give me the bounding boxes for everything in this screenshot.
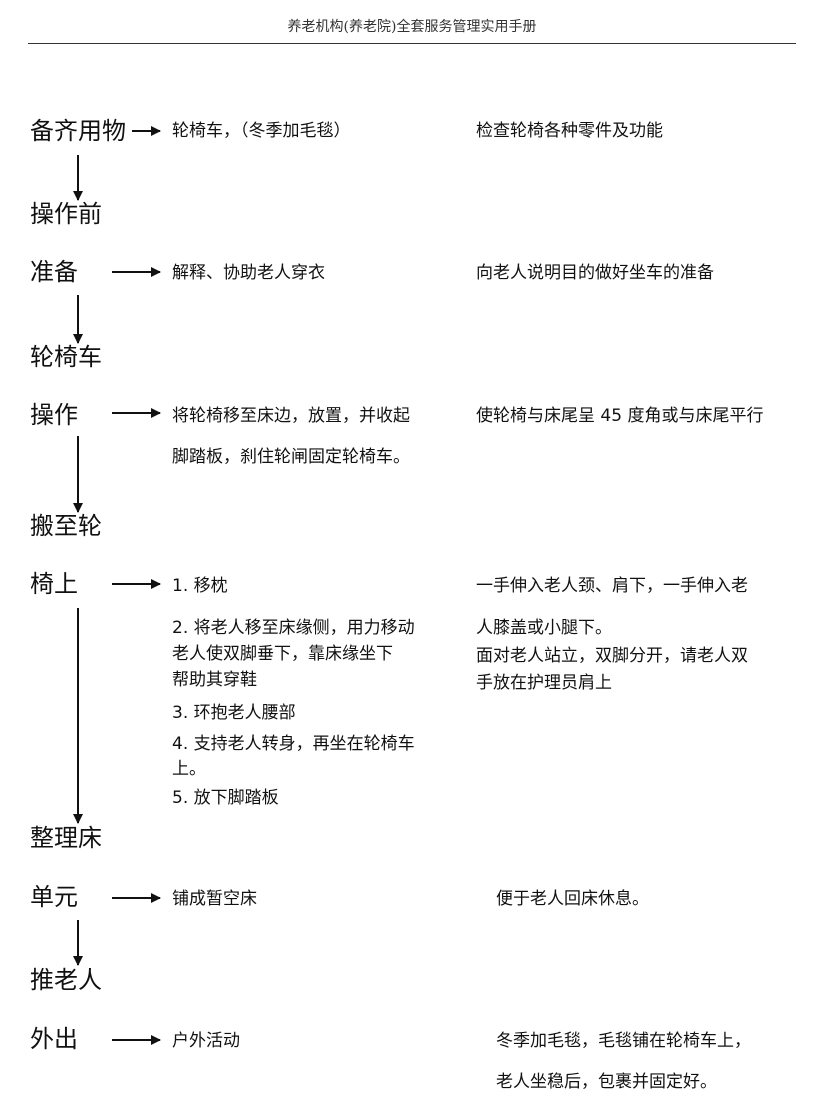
step-label-tidy-bed: 整理床: [30, 824, 102, 852]
header-rule: [28, 43, 796, 44]
step-action: 将轮椅移至床边，放置，并收起: [172, 406, 410, 426]
step-label-push-elder: 推老人: [30, 966, 102, 994]
step-action: 铺成暂空床: [172, 889, 257, 909]
step-item: 2. 将老人移至床缘侧，用力移动: [172, 618, 415, 638]
step-note: 人膝盖或小腿下。: [476, 618, 612, 638]
step-note: 向老人说明目的做好坐车的准备: [476, 263, 714, 283]
step-note: 使轮椅与床尾呈 45 度角或与床尾平行: [476, 406, 764, 426]
step-action: 脚踏板，刹住轮闸固定轮椅车。: [172, 447, 410, 467]
step-label-onto-chair: 椅上: [30, 570, 78, 598]
step-item: 帮助其穿鞋: [172, 670, 257, 690]
step-item: 1. 移枕: [172, 576, 228, 596]
page-header: 养老机构(养老院)全套服务管理实用手册: [287, 19, 537, 35]
step-action: 解释、协助老人穿衣: [172, 263, 325, 283]
step-item: 5. 放下脚踏板: [172, 788, 279, 808]
step-note: 一手伸入老人颈、肩下，一手伸入老: [476, 576, 748, 596]
step-label-go-out: 外出: [30, 1025, 78, 1053]
step-label-prepare: 准备: [30, 258, 78, 286]
step-note: 手放在护理员肩上: [476, 673, 612, 693]
step-label-pre-operation: 操作前: [30, 200, 102, 228]
step-action: 户外活动: [172, 1031, 240, 1051]
step-item: 4. 支持老人转身，再坐在轮椅车: [172, 734, 415, 754]
step-label-prepare-items: 备齐用物: [30, 117, 126, 145]
step-item: 上。: [172, 759, 206, 779]
step-label-unit: 单元: [30, 883, 78, 911]
step-note: 便于老人回床休息。: [496, 889, 649, 909]
step-note: 冬季加毛毯，毛毯铺在轮椅车上，: [496, 1031, 751, 1051]
step-label-transfer: 搬至轮: [30, 512, 102, 540]
step-item: 老人使双脚垂下，靠床缘坐下: [172, 644, 393, 664]
step-action: 轮椅车，（冬季加毛毯）: [172, 121, 351, 141]
step-item: 3. 环抱老人腰部: [172, 703, 296, 723]
step-note: 老人坐稳后，包裹并固定好。: [496, 1072, 717, 1092]
step-label-wheelchair: 轮椅车: [30, 343, 102, 371]
step-note: 检查轮椅各种零件及功能: [476, 121, 663, 141]
step-label-operate: 操作: [30, 401, 78, 429]
step-note: 面对老人站立，双脚分开，请老人双: [476, 646, 748, 666]
